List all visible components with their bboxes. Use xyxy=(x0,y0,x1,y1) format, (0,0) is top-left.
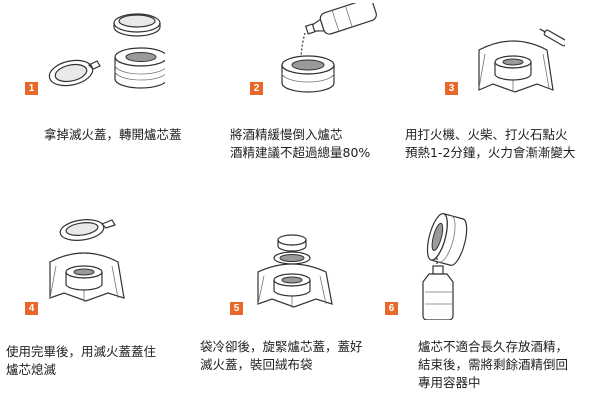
step-6-caption-line-2: 結束後，需將剩餘酒精倒回 xyxy=(418,357,569,372)
step-5-number-badge: 5 xyxy=(230,302,243,315)
step-1-illustration xyxy=(45,5,165,97)
step-5-caption-line-2: 滅火蓋，裝回絨布袋 xyxy=(200,357,313,372)
step-3-caption: 用打火機、火柴、打火石點火 預熱1-2分鐘，火力會漸漸變大 xyxy=(405,126,575,162)
step-4-number-badge: 4 xyxy=(25,302,38,315)
step-3-caption-line-2: 預熱1-2分鐘，火力會漸漸變大 xyxy=(405,145,576,160)
step-4-illustration xyxy=(42,214,132,304)
step-2-caption: 將酒精緩慢倒入爐芯 酒精建議不超過總量80% xyxy=(230,126,370,162)
step-4-caption-line-1: 使用完畢後，用滅火蓋蓋住 xyxy=(6,344,157,359)
step-2-caption-line-1: 將酒精緩慢倒入爐芯 xyxy=(230,127,343,142)
step-6-caption: 爐芯不適合長久存放酒精， 結束後，需將剩餘酒精倒回 專用容器中 xyxy=(418,338,568,392)
step-6-illustration xyxy=(405,200,495,320)
step-1-caption-line-1: 拿掉滅火蓋，轉開爐芯蓋 xyxy=(44,127,182,142)
step-6-caption-line-1: 爐芯不適合長久存放酒精， xyxy=(418,339,569,354)
step-2-number-badge: 2 xyxy=(250,82,263,95)
step-6-caption-line-3: 專用容器中 xyxy=(418,375,481,390)
step-2-illustration xyxy=(272,3,382,97)
step-4-caption: 使用完畢後，用滅火蓋蓋住 爐芯熄滅 xyxy=(6,343,156,379)
step-5-caption: 袋冷卻後，旋緊爐芯蓋，蓋好 滅火蓋，裝回絨布袋 xyxy=(200,338,363,374)
step-3-illustration xyxy=(465,28,565,98)
step-3-caption-line-1: 用打火機、火柴、打火石點火 xyxy=(405,127,568,142)
step-1-caption: 拿掉滅火蓋，轉開爐芯蓋 xyxy=(44,126,182,144)
step-5-caption-line-1: 袋冷卻後，旋緊爐芯蓋，蓋好 xyxy=(200,339,363,354)
step-4-caption-line-2: 爐芯熄滅 xyxy=(6,362,57,377)
step-5-illustration xyxy=(250,228,340,308)
step-1-number-badge: 1 xyxy=(25,82,38,95)
step-3-number-badge: 3 xyxy=(445,82,458,95)
step-6-number-badge: 6 xyxy=(385,302,398,315)
step-2-caption-line-2: 酒精建議不超過總量80% xyxy=(230,145,371,160)
